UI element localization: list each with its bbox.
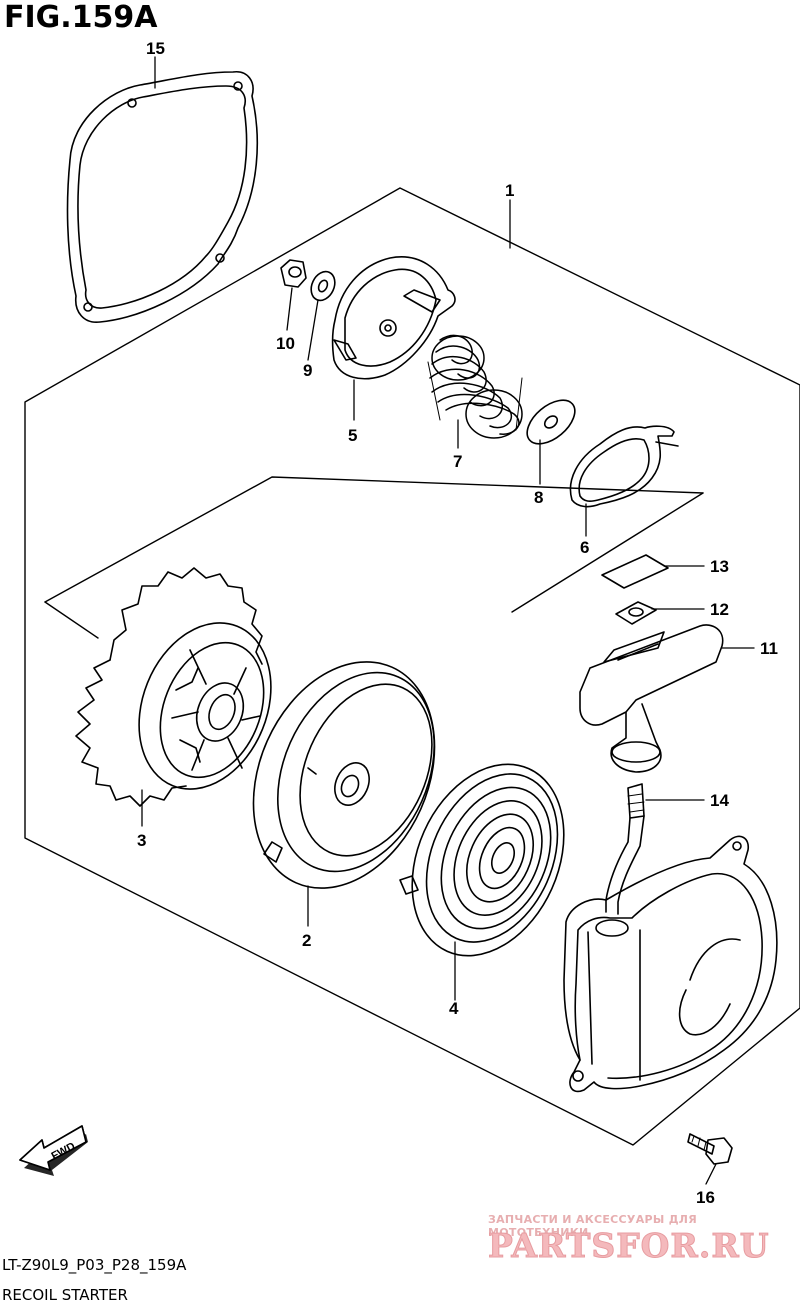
callout-14: 14 <box>710 791 729 810</box>
section-title: RECOIL STARTER <box>2 1286 128 1300</box>
part-4-spring <box>399 763 565 957</box>
callout-9: 9 <box>303 361 312 380</box>
part-16-bolt <box>687 1133 733 1165</box>
part-15-gasket <box>66 71 259 323</box>
callout-5: 5 <box>348 426 357 445</box>
figure-code: LT-Z90L9_P03_P28_159A <box>2 1256 187 1274</box>
subassembly-outline-edge <box>511 492 704 613</box>
part-10-nut <box>280 259 307 288</box>
starter-case <box>563 835 778 1093</box>
assembly-outline <box>24 187 800 1146</box>
part-11-handle <box>579 624 724 773</box>
part-7-spring <box>427 334 523 439</box>
figure-title: FIG.159A <box>4 0 158 35</box>
watermark-tagline: ЗАПЧАСТИ И АКСЕССУАРЫ ДЛЯ МОТОТЕХНИКИ <box>488 1213 698 1239</box>
callout-8: 8 <box>534 488 543 507</box>
part-5-guide <box>331 256 456 380</box>
fwd-arrow: FWD <box>19 1125 88 1176</box>
part-13-plate <box>601 554 669 589</box>
subassembly-outline-edge2 <box>44 601 99 639</box>
callout-1: 1 <box>505 181 514 200</box>
callout-13: 13 <box>710 557 729 576</box>
part-8-washer <box>526 399 576 445</box>
leader-lines <box>141 56 755 1185</box>
callout-6: 6 <box>580 538 589 557</box>
callout-11: 11 <box>760 639 778 658</box>
part-6-clip <box>569 425 679 508</box>
callout-7: 7 <box>453 452 462 471</box>
subassembly-outline <box>44 476 704 603</box>
part-12-cap <box>615 601 657 625</box>
callout-4: 4 <box>449 999 459 1018</box>
callout-3: 3 <box>137 831 146 850</box>
callout-2: 2 <box>302 931 311 950</box>
part-3-gear <box>75 567 272 807</box>
part-9-washer <box>310 270 336 302</box>
part-14-rope <box>605 783 645 915</box>
callout-15: 15 <box>146 39 165 58</box>
watermark-brand: PARTSFOR.RU <box>488 1226 770 1266</box>
callout-16: 16 <box>696 1188 715 1207</box>
callout-labels: 15 1 10 9 5 7 8 6 13 12 11 14 3 2 4 16 <box>137 39 778 1207</box>
part-2-reel <box>252 661 436 889</box>
callout-12: 12 <box>710 600 729 619</box>
callout-10: 10 <box>276 334 295 353</box>
